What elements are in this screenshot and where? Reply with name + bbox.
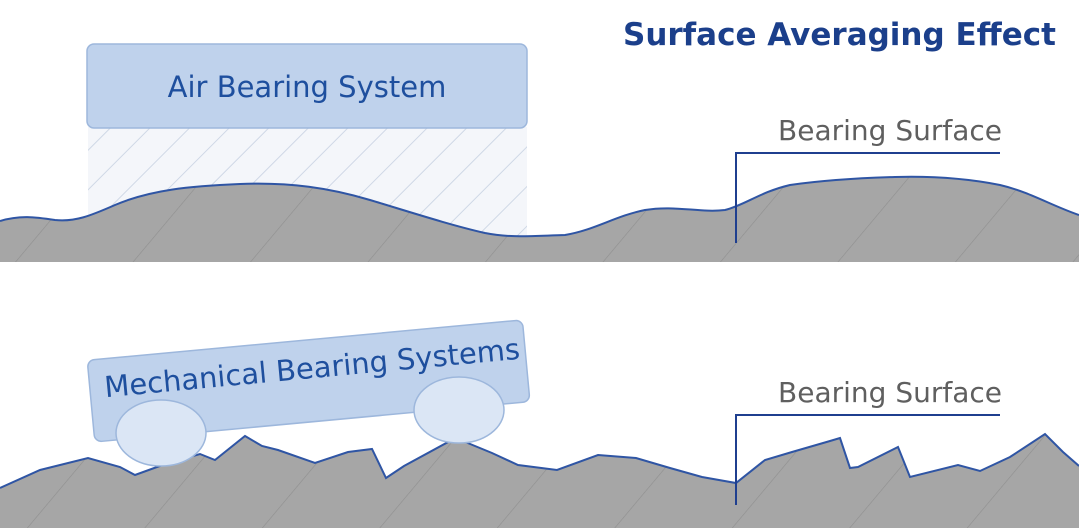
diagram-title: Surface Averaging Effect <box>623 17 1056 53</box>
bottom-surface-leader-line <box>735 414 1000 505</box>
mechanical-bearing-panel: Mechanical Bearing Systems Bearing Surfa… <box>0 319 1079 528</box>
rough-ground-outline <box>0 432 1079 489</box>
smooth-ground <box>0 176 1079 262</box>
air-bearing-panel: Air Bearing System Bearing Surface <box>0 43 1079 262</box>
air-bearing-label: Air Bearing System <box>168 70 447 104</box>
top-surface-label: Bearing Surface <box>778 114 1002 147</box>
top-surface-leader-line <box>735 152 1000 243</box>
left-wheel <box>115 399 207 467</box>
smooth-ground-outline <box>0 175 1079 238</box>
rough-ground <box>0 434 1079 528</box>
air-bearing-block <box>86 43 528 129</box>
right-wheel <box>413 376 505 444</box>
bottom-surface-label: Bearing Surface <box>778 376 1002 409</box>
